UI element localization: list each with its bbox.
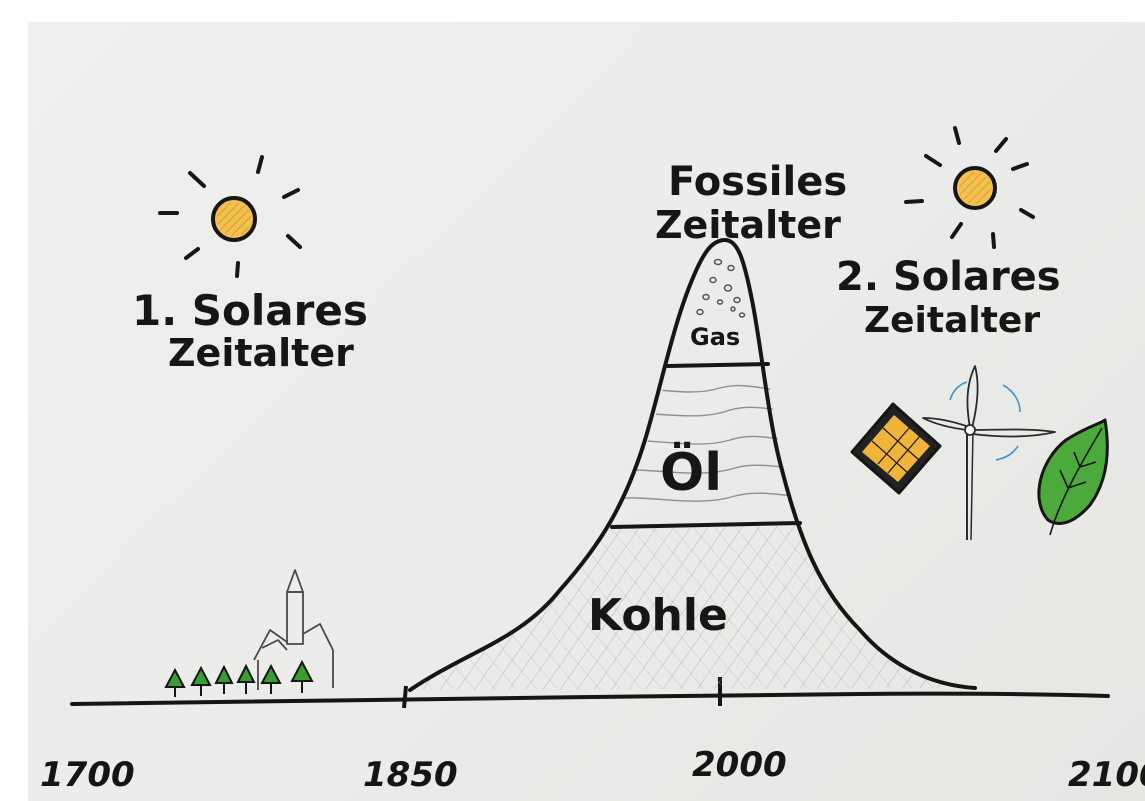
leaf-icon	[1037, 418, 1109, 536]
tree-icon	[236, 663, 256, 694]
first-solar-title-line2: Zeitalter	[168, 331, 354, 375]
tick-1850-mark	[402, 685, 408, 709]
layer-label-gas: Gas	[690, 323, 740, 351]
wind-turbine-icon	[922, 365, 1056, 541]
second-solar-title-line2: Zeitalter	[864, 300, 1040, 341]
gas-oil-divider	[666, 362, 770, 368]
gas-bubbles	[696, 258, 746, 318]
tree-icon	[260, 663, 282, 694]
first-solar-title-line1: 1. Solares	[132, 286, 368, 335]
sun-icon	[158, 155, 302, 278]
tick-label-1700: 1700	[40, 755, 135, 795]
tick-label-2000: 2000	[692, 745, 787, 785]
tree-icon	[190, 665, 212, 696]
oil-coal-divider	[610, 521, 802, 529]
tree-icon	[164, 667, 186, 697]
tick-label-1850: 1850	[363, 755, 458, 795]
layer-label-oil: Öl	[660, 441, 722, 503]
church-icon	[253, 569, 334, 690]
fossil-era-title-line2: Zeitalter	[655, 203, 841, 247]
solar-panel-icon	[850, 402, 942, 495]
tree-row	[164, 659, 314, 697]
fossil-era-title-line1: Fossiles	[668, 159, 847, 205]
second-solar-title-line1: 2. Solares	[836, 254, 1061, 300]
sun-icon	[904, 126, 1035, 249]
tree-icon	[214, 664, 234, 694]
tree-icon	[290, 659, 314, 693]
layer-label-coal: Kohle	[588, 590, 728, 641]
tick-label-2100: 2100	[1068, 755, 1145, 795]
